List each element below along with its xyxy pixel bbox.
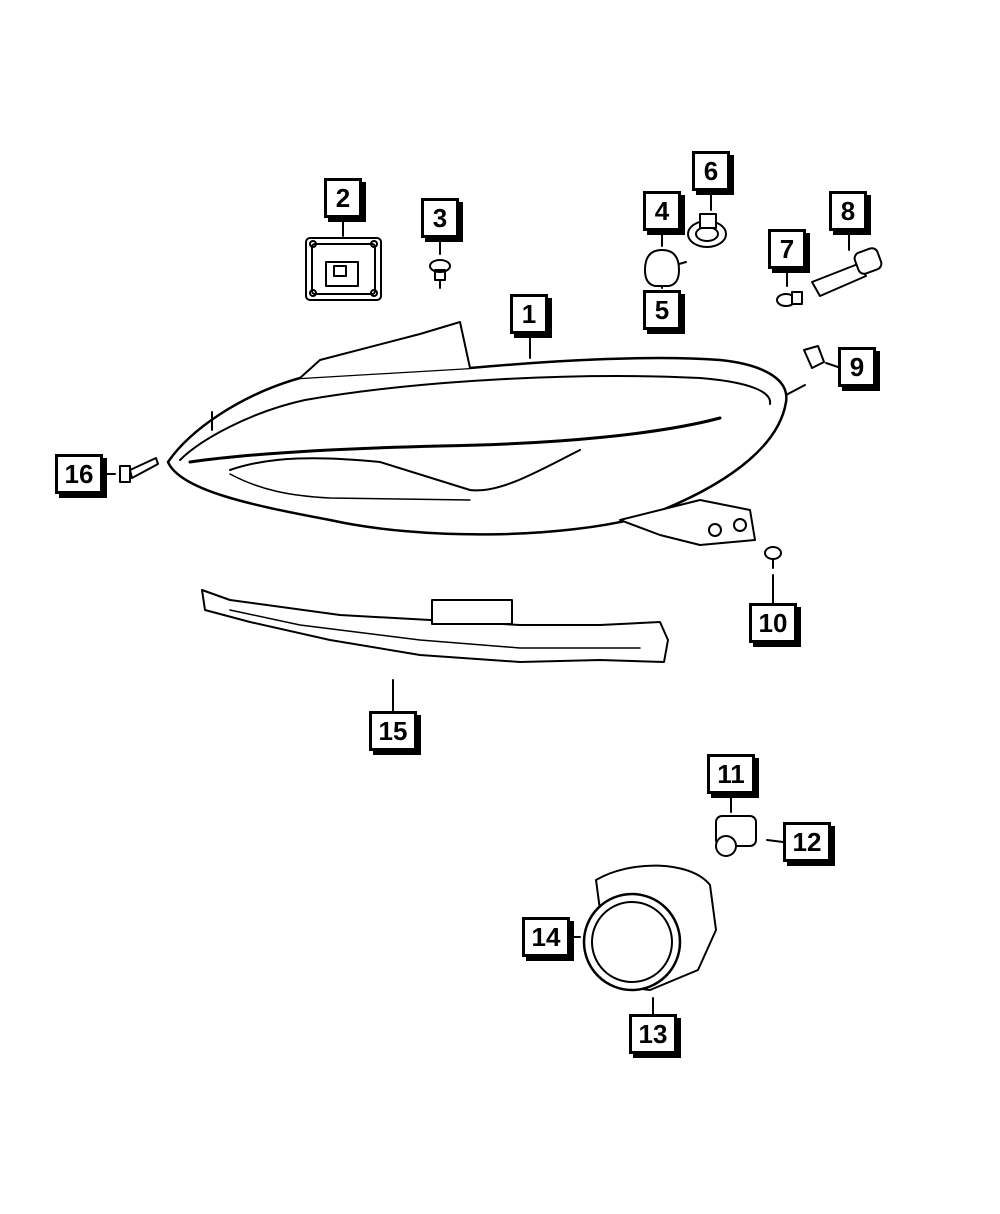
callout-13[interactable]: 13 xyxy=(629,1014,677,1054)
bulb-socket-illustration xyxy=(811,247,883,297)
callout-11[interactable]: 11 xyxy=(707,754,755,794)
fog-lamp-illustration xyxy=(582,864,717,992)
callout-7[interactable]: 7 xyxy=(768,229,806,269)
headlamp-bracket-illustration xyxy=(201,589,669,663)
headlamp-assembly-illustration xyxy=(166,321,806,546)
push-pin-illustration xyxy=(429,259,451,289)
callout-14[interactable]: 14 xyxy=(522,917,570,957)
callout-2[interactable]: 2 xyxy=(324,178,362,218)
callout-3[interactable]: 3 xyxy=(421,198,459,238)
ballast-module-illustration xyxy=(305,237,382,301)
callout-4[interactable]: 4 xyxy=(643,191,681,231)
screw-illustration xyxy=(764,546,782,569)
callout-9[interactable]: 9 xyxy=(838,347,876,387)
callout-12[interactable]: 12 xyxy=(783,822,831,862)
callout-5[interactable]: 5 xyxy=(643,290,681,330)
bulb-illustration xyxy=(644,249,687,287)
callout-10[interactable]: 10 xyxy=(749,603,797,643)
clip-illustration xyxy=(803,345,825,369)
callout-1[interactable]: 1 xyxy=(510,294,548,334)
leader-lines xyxy=(102,192,850,1015)
callout-8[interactable]: 8 xyxy=(829,191,867,231)
bolt-illustration xyxy=(119,457,159,483)
fog-lamp-socket-illustration xyxy=(715,815,757,857)
wedge-bulb-illustration xyxy=(776,291,803,307)
callout-16[interactable]: 16 xyxy=(55,454,103,494)
socket-seal-illustration xyxy=(687,213,727,248)
callout-6[interactable]: 6 xyxy=(692,151,730,191)
callout-15[interactable]: 15 xyxy=(369,711,417,751)
